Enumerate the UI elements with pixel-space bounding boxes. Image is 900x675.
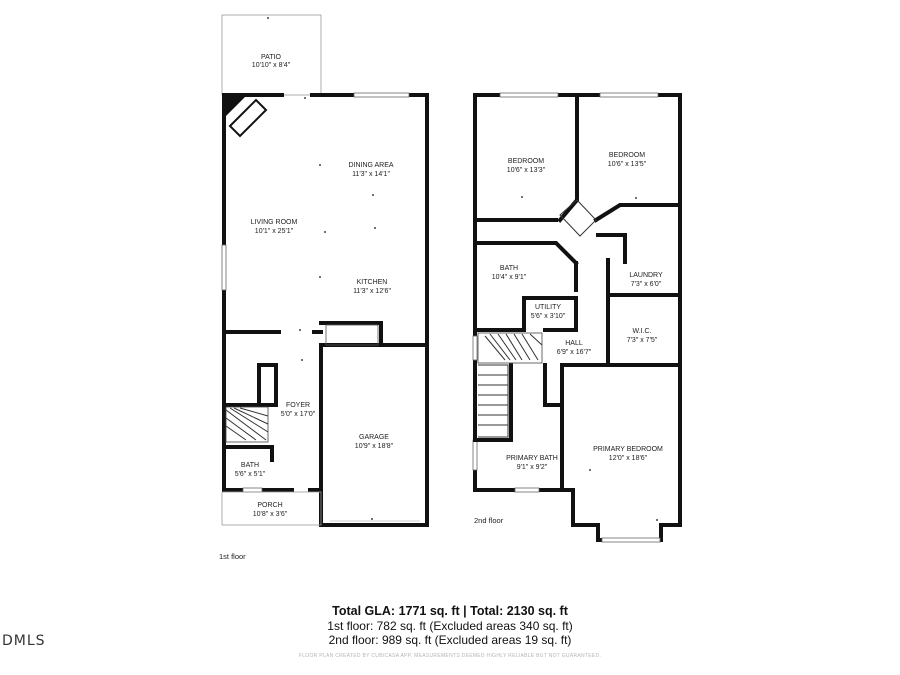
floor-plan: PATIO 10'10" x 8'4" DINING AREA 11'3" x …	[219, 14, 682, 561]
fireplace-hearth	[228, 98, 268, 138]
room-dims-hall: 6'9" x 16'7"	[557, 349, 592, 356]
room-name-laundry: LAUNDRY	[629, 272, 663, 279]
wall	[473, 296, 578, 332]
room-dims-foyer: 5'0" x 17'0"	[281, 411, 316, 418]
window	[353, 92, 410, 98]
window	[221, 244, 227, 291]
summary-first-floor: 1st floor: 782 sq. ft (Excluded areas 34…	[327, 619, 573, 633]
room-dims-primary-bedroom: 12'0" x 18'6"	[609, 455, 648, 462]
floor-label-first: 1st floor	[219, 552, 246, 561]
room-name-bedroom: BEDROOM	[508, 158, 544, 165]
room-name-living: LIVING ROOM	[251, 219, 298, 226]
hall-angle	[559, 199, 597, 237]
window	[242, 487, 263, 493]
room-dims-garage: 10'9" x 18'8"	[355, 443, 394, 450]
room-name-bedroom: BEDROOM	[609, 152, 645, 159]
wall	[473, 241, 579, 266]
room-dims-bedroom: 10'6" x 13'3"	[507, 167, 546, 174]
fireplace-icon	[224, 95, 247, 118]
closet-wall	[257, 363, 278, 407]
room-name-bath: BATH	[500, 265, 518, 272]
disclaimer-text: FLOOR PLAN CREATED BY CUBICASA APP. MEAS…	[298, 653, 602, 659]
room-name-primary-bath: PRIMARY BATH	[506, 455, 558, 462]
wall	[596, 233, 627, 264]
room-dims-patio: 10'10" x 8'4"	[252, 62, 291, 69]
room-name-hall: HALL	[565, 340, 583, 347]
porch-outline	[221, 491, 322, 526]
window	[499, 92, 559, 98]
room-name-wic: W.I.C.	[632, 328, 651, 335]
room-name-foyer: FOYER	[286, 402, 310, 409]
window	[601, 537, 661, 543]
room-dims-laundry: 7'3" x 6'0"	[631, 281, 662, 288]
first-floor-labels: PATIO 10'10" x 8'4" DINING AREA 11'3" x …	[219, 54, 394, 561]
room-dims-kitchen: 11'3" x 12'6"	[353, 288, 391, 295]
room-dims-primary-bath: 9'1" x 9'2"	[517, 464, 548, 471]
room-name-dining: DINING AREA	[348, 162, 393, 169]
room-dims-wic: 7'3" x 7'5"	[627, 337, 658, 344]
second-floor-plan	[472, 92, 682, 543]
summary-second-floor: 2nd floor: 989 sq. ft (Excluded areas 19…	[328, 633, 572, 647]
room-dims-bath: 5'6" x 5'1"	[235, 471, 266, 478]
kitchen-island	[325, 324, 379, 346]
room-dims-dining: 11'3" x 14'1"	[352, 171, 390, 178]
window	[599, 92, 659, 98]
window	[472, 439, 478, 471]
bath-wall	[222, 445, 274, 462]
room-name-garage: GARAGE	[359, 434, 389, 441]
stairs	[477, 332, 543, 438]
mls-logo: DMLS	[2, 633, 46, 649]
room-dims-bath: 10'4" x 9'1"	[492, 274, 527, 281]
outlet-markers	[267, 17, 658, 521]
summary-title: Total GLA: 1771 sq. ft | Total: 2130 sq.…	[332, 604, 568, 618]
wall	[473, 93, 575, 492]
wall	[571, 488, 682, 542]
stairs	[225, 406, 269, 443]
room-name-bath: BATH	[241, 462, 259, 469]
wall	[593, 203, 682, 223]
room-name-primary-bedroom: PRIMARY BEDROOM	[593, 446, 663, 453]
first-floor-plan	[221, 14, 429, 527]
window	[514, 487, 540, 493]
room-dims-bedroom: 10'6" x 13'5"	[608, 161, 647, 168]
floor-label-second: 2nd floor	[474, 516, 504, 525]
room-name-patio: PATIO	[261, 54, 282, 61]
wall	[557, 93, 579, 223]
room-dims-porch: 10'8" x 3'6"	[253, 511, 288, 518]
wall	[473, 363, 513, 442]
second-floor-labels: BEDROOM 10'6" x 13'3" BEDROOM 10'6" x 13…	[474, 152, 663, 525]
room-dims-living: 10'1" x 25'1"	[255, 228, 294, 235]
room-name-porch: PORCH	[257, 502, 282, 509]
room-name-kitchen: KITCHEN	[357, 279, 388, 286]
window	[472, 335, 478, 361]
wall	[543, 363, 610, 407]
room-name-utility: UTILITY	[535, 304, 561, 311]
wall	[319, 321, 383, 347]
room-dims-utility: 5'6" x 3'10"	[531, 313, 566, 320]
